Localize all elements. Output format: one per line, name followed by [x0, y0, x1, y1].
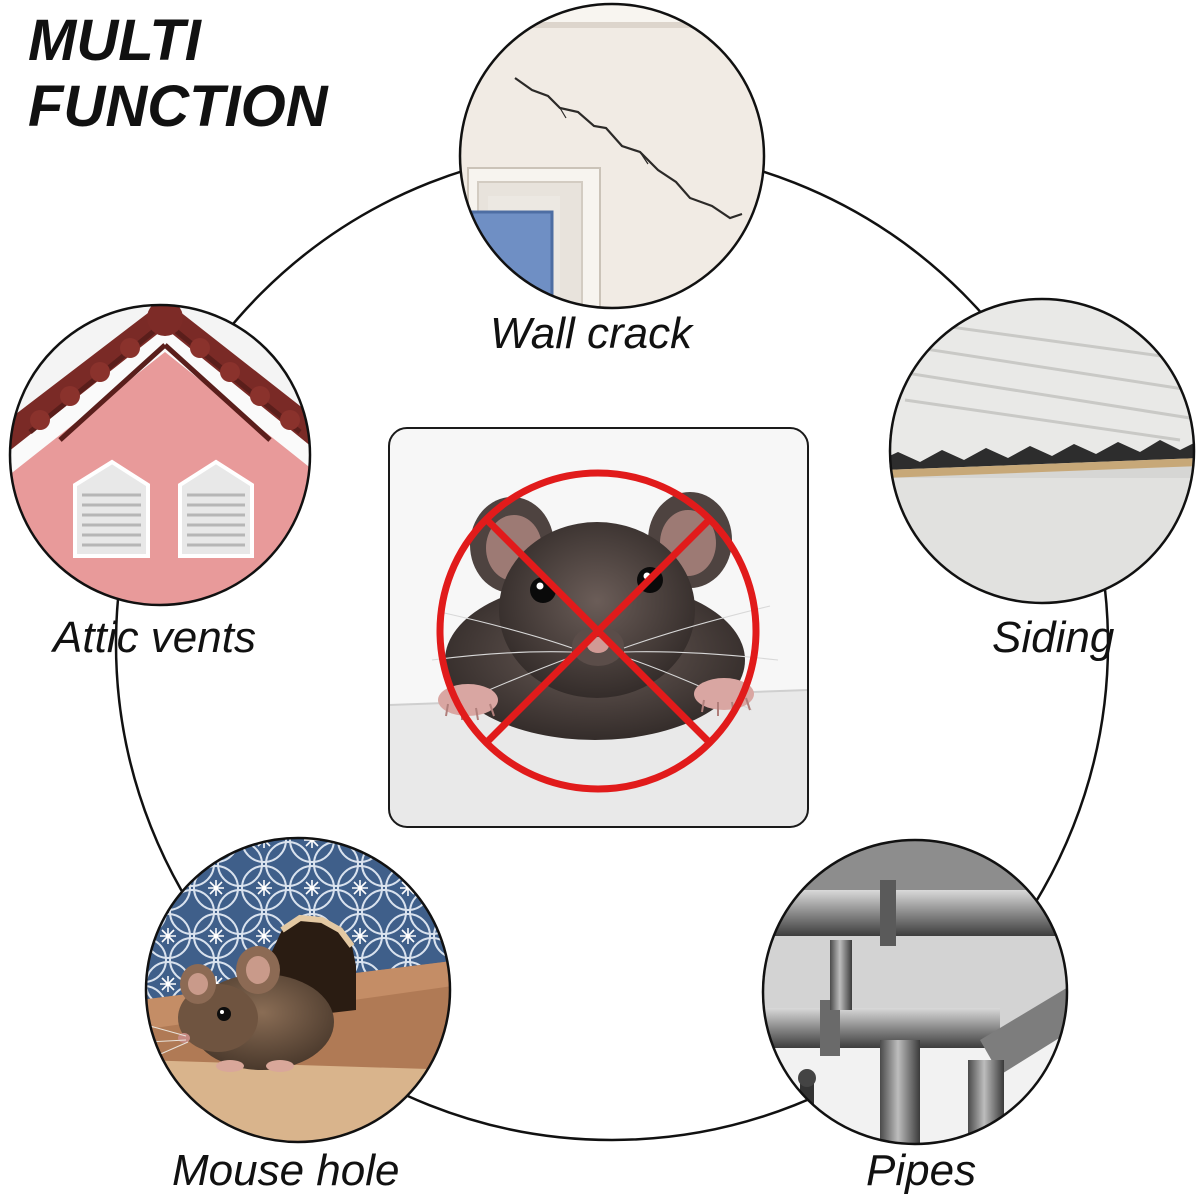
label-mouse-hole: Mouse hole: [172, 1146, 400, 1195]
siding-photo: [888, 297, 1196, 605]
wall-crack-photo: [458, 2, 766, 310]
label-wall-crack: Wall crack: [490, 309, 693, 358]
vent-left: [73, 459, 150, 558]
title-line-2: FUNCTION: [28, 74, 328, 139]
page-title: MULTI FUNCTION: [28, 8, 328, 140]
vent-right: [178, 459, 254, 558]
prohibition-cross-b: [484, 517, 712, 745]
attic-vents-photo: [8, 303, 312, 607]
label-attic-vents: Attic vents: [53, 613, 256, 662]
mouse-hole-photo: [144, 836, 452, 1144]
label-siding: Siding: [992, 613, 1115, 662]
no-rodents-sign: [388, 427, 809, 828]
label-pipes: Pipes: [866, 1146, 977, 1195]
prohibition-circle: [436, 469, 760, 793]
pipes-photo: [761, 838, 1069, 1146]
title-line-1: MULTI: [28, 8, 201, 73]
